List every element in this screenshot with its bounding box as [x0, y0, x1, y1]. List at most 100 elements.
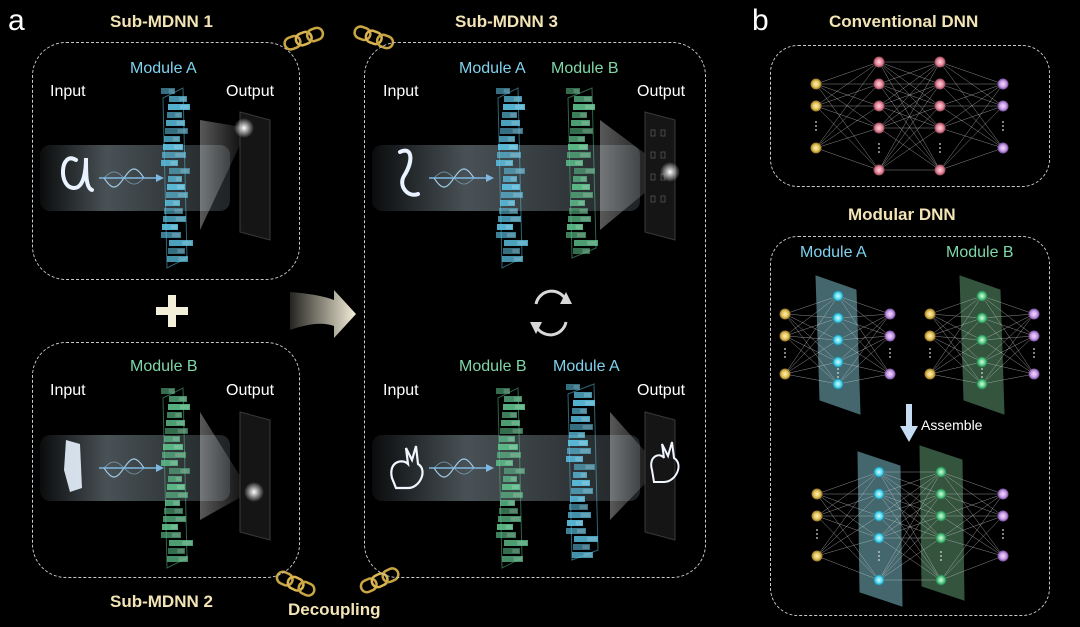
sub3-bottom-module1-label: Module B — [459, 358, 527, 375]
module-a-network-hidden-node-0 — [832, 290, 844, 302]
sub1-module-a-layer — [161, 87, 193, 269]
sub3-bottom-module-b-layer — [496, 387, 528, 569]
conv-hidden2-node-4 — [934, 164, 946, 176]
module-b-network-hidden-node-2 — [976, 334, 988, 346]
module-b-network-output-node-2 — [1028, 368, 1040, 380]
sub3-bottom-input-rabbit — [390, 445, 424, 490]
conv-hidden1-node-0 — [873, 56, 885, 68]
conv-output-node-1 — [997, 100, 1009, 112]
assembled-panel-b — [919, 445, 965, 601]
module-a-network-output-node-0 — [884, 308, 896, 320]
sub1-module-label: Module A — [130, 60, 197, 77]
panel-a-letter: a — [8, 4, 25, 37]
sub3-top-module-a-layer — [496, 87, 528, 269]
sub-mdnn-1-title: Sub-MDNN 1 — [110, 12, 213, 31]
sub3-top-output-spot — [660, 162, 680, 182]
module-b-network-hidden-node-4 — [976, 378, 988, 390]
sub3-top-output-label: Output — [637, 83, 686, 100]
conv-hidden1-node-3 — [873, 122, 885, 134]
assembled-hidden-a-node-3 — [873, 532, 885, 544]
sub1-output-spot — [234, 118, 254, 138]
assembled-output-node-0 — [997, 488, 1009, 500]
assembled-hidden-b-node-2 — [935, 510, 947, 522]
sub3-top-input-digit — [398, 148, 420, 197]
conv-hidden2-node-0 — [934, 56, 946, 68]
sub3-bottom-output-cone — [610, 412, 660, 520]
module-a-network-hidden-node-3 — [832, 356, 844, 368]
assembled-hidden-a-node-0 — [873, 466, 885, 478]
module-a-network-input-node-0 — [779, 308, 791, 320]
module-a-network-hidden-node-1 — [832, 312, 844, 324]
conventional-dnn-network — [810, 56, 1009, 176]
sub1-output-cone — [200, 120, 248, 230]
conventional-dnn-box — [770, 45, 1050, 187]
swap-icon — [530, 289, 572, 337]
sub-mdnn-3-box — [364, 42, 706, 578]
module-a-network — [779, 275, 896, 415]
sub3-top-input-label: Input — [383, 83, 419, 100]
module-a-network-hidden-node-2 — [832, 334, 844, 346]
sub2-output-spot — [244, 482, 264, 502]
assembled-hidden-b-node-0 — [935, 466, 947, 478]
decoupling-label: Decoupling — [288, 600, 381, 619]
modular-module-b-label: Module B — [946, 244, 1014, 261]
sub3-bottom-output-label: Output — [637, 382, 686, 399]
module-b-network-hidden-node-3 — [976, 356, 988, 368]
merge-arrow — [290, 290, 356, 338]
conv-hidden1-node-2 — [873, 100, 885, 112]
assembled-output-node-2 — [997, 550, 1009, 562]
sub-mdnn-2-title: Sub-MDNN 2 — [110, 592, 213, 611]
assembled-hidden-a-node-4 — [873, 574, 885, 586]
sub2-output-label: Output — [226, 382, 275, 399]
conv-output-node-2 — [997, 142, 1009, 154]
sub1-output-label: Output — [226, 83, 275, 100]
sub3-top-wave — [429, 168, 494, 188]
conventional-dnn-title: Conventional DNN — [829, 12, 979, 31]
sub2-wave — [99, 458, 164, 478]
conv-hidden2-node-2 — [934, 100, 946, 112]
modular-module-a-label: Module A — [800, 244, 867, 261]
sub2-module-label: Module B — [130, 358, 198, 375]
assembled-input-node-2 — [811, 550, 823, 562]
conv-hidden2-node-3 — [934, 122, 946, 134]
sub3-bottom-wave — [429, 458, 494, 478]
assembled-hidden-b-node-1 — [935, 488, 947, 500]
module-b-network-input-node-1 — [924, 330, 936, 342]
panel-b-letter: b — [752, 4, 769, 37]
sub3-bottom-output-rabbit — [650, 441, 680, 483]
sub3-top-module1-label: Module A — [459, 60, 526, 77]
conv-hidden1-node-1 — [873, 78, 885, 90]
assembled-hidden-a-node-1 — [873, 488, 885, 500]
sub2-output-cone — [200, 412, 250, 520]
module-b-network — [924, 275, 1040, 415]
sub1-input-digit-a — [60, 156, 94, 192]
modular-dnn-box — [770, 236, 1050, 616]
sub3-bottom-module2-label: Module A — [553, 358, 620, 375]
assemble-arrow — [900, 404, 918, 442]
chain-top-left — [283, 26, 325, 51]
modular-dnn-title: Modular DNN — [848, 205, 956, 224]
sub2-output-screen — [239, 411, 271, 541]
sub2-module-b-layer — [161, 387, 193, 569]
sub-mdnn-3-title: Sub-MDNN 3 — [455, 12, 558, 31]
module-b-network-hidden-node-1 — [976, 312, 988, 324]
module-b-network-output-node-1 — [1028, 330, 1040, 342]
assembled-network — [811, 445, 1009, 607]
sub-mdnn-1-box — [32, 42, 300, 280]
module-b-network-output-node-0 — [1028, 308, 1040, 320]
sub-mdnn-2-box — [32, 342, 300, 578]
assembled-output-node-1 — [997, 510, 1009, 522]
sub2-input-label: Input — [50, 382, 86, 399]
module-a-network-input-node-1 — [779, 330, 791, 342]
sub3-bottom-input-label: Input — [383, 382, 419, 399]
conv-input-node-1 — [810, 100, 822, 112]
conv-input-node-2 — [810, 142, 822, 154]
assembled-input-node-0 — [811, 488, 823, 500]
conv-hidden2-node-1 — [934, 78, 946, 90]
sub3-top-module2-label: Module B — [551, 60, 619, 77]
module-a-network-input-node-2 — [779, 368, 791, 380]
module-b-network-input-node-2 — [924, 368, 936, 380]
assembled-input-node-1 — [811, 510, 823, 522]
sub3-bottom-output-screen — [644, 411, 676, 541]
